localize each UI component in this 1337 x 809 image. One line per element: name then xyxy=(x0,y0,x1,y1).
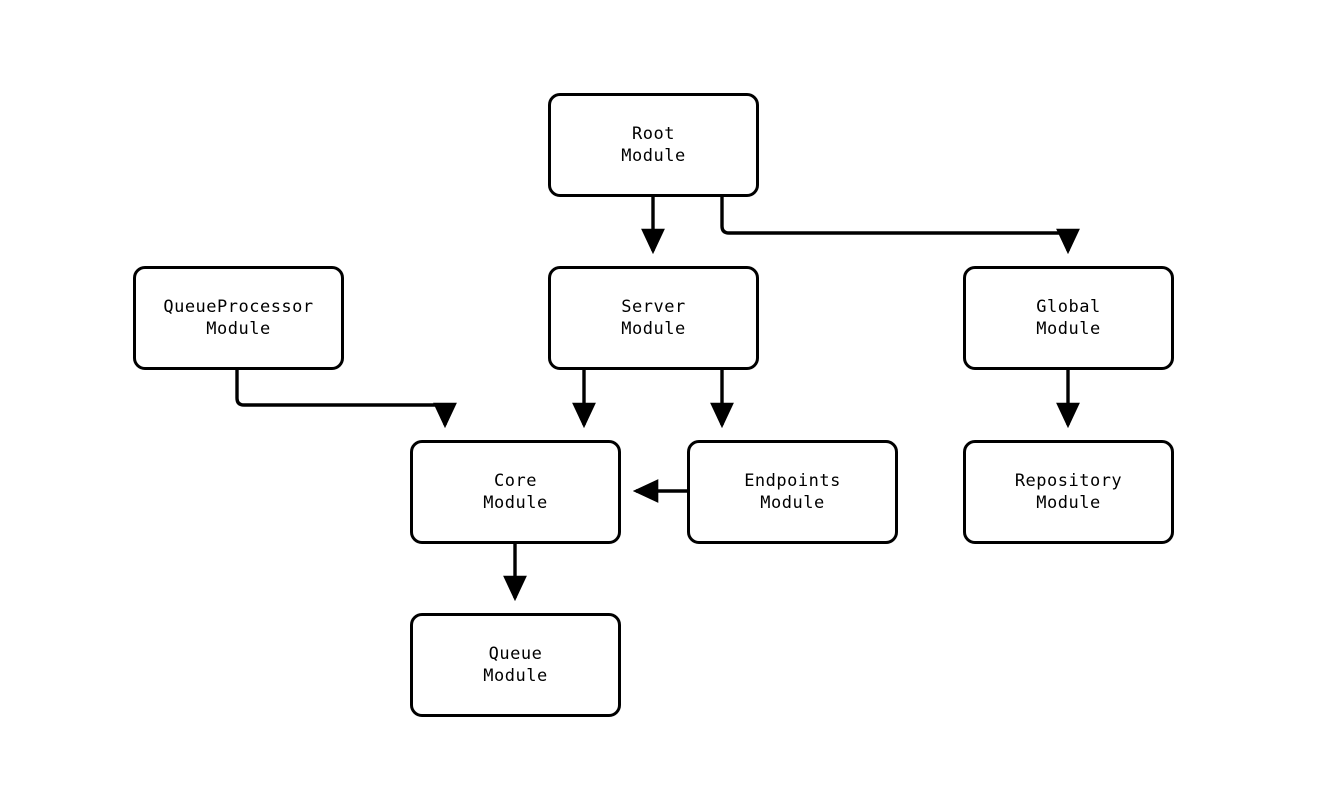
node-endpoints-module[interactable]: Endpoints Module xyxy=(687,440,898,544)
edge-queueprocessor-core xyxy=(235,370,457,429)
node-repository-module[interactable]: Repository Module xyxy=(963,440,1174,544)
node-global-module[interactable]: Global Module xyxy=(963,266,1174,370)
node-root-module-kind: Module xyxy=(621,146,686,166)
node-core-module-kind: Module xyxy=(483,493,548,513)
node-server-module-name: Server xyxy=(621,297,686,317)
node-endpoints-module-name: Endpoints xyxy=(744,471,841,491)
node-core-module[interactable]: Core Module xyxy=(410,440,621,544)
node-root-module-name: Root xyxy=(632,124,675,144)
node-repository-module-name: Repository xyxy=(1014,471,1123,491)
node-queue-module-kind: Module xyxy=(483,666,548,686)
node-queue-module-name: Queue xyxy=(488,644,543,664)
node-global-module-name: Global xyxy=(1036,297,1101,317)
node-queueprocessor-module-name: QueueProcessor xyxy=(163,297,314,317)
node-queue-module[interactable]: Queue Module xyxy=(410,613,621,717)
node-server-module-kind: Module xyxy=(621,319,686,339)
node-queueprocessor-module-kind: Module xyxy=(206,319,271,339)
edge-root-global xyxy=(720,197,1080,255)
node-repository-module-kind: Module xyxy=(1036,493,1101,513)
node-endpoints-module-kind: Module xyxy=(760,493,825,513)
node-global-module-kind: Module xyxy=(1036,319,1101,339)
node-root-module[interactable]: Root Module xyxy=(548,93,759,197)
node-server-module[interactable]: Server Module xyxy=(548,266,759,370)
node-core-module-name: Core xyxy=(494,471,537,491)
node-queueprocessor-module[interactable]: QueueProcessor Module xyxy=(133,266,344,370)
